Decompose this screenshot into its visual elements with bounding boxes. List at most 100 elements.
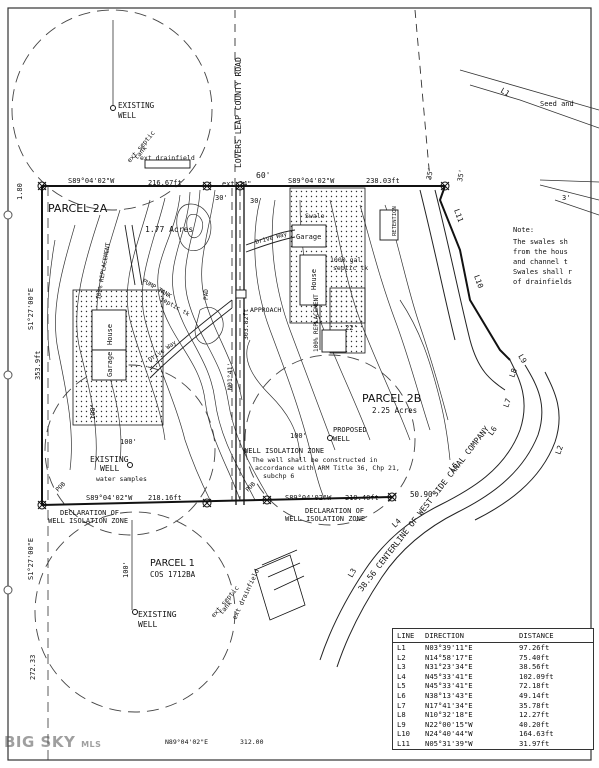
label-l1: L1 xyxy=(499,86,511,98)
table-row: L2 N14°58'17"E 75.40ft xyxy=(393,653,593,663)
cell-direction: N10°32'18"E xyxy=(425,710,473,720)
label-road: LOVERS LEAP COUNTY ROAD xyxy=(234,57,243,168)
label-ext-drainfield-top: ext drainfield xyxy=(140,154,195,162)
label-note-title: Note: xyxy=(513,226,534,234)
label-bottom-bearing: N89°04'02"E xyxy=(165,738,208,746)
label-dim-35b: 35' xyxy=(456,168,466,182)
cell-direction: N17°41'34"E xyxy=(425,700,473,710)
table-row: L7 N17°41'34"E 35.78ft xyxy=(393,701,593,711)
cell-direction: N38°13'43"E xyxy=(425,690,473,700)
label-left-edge-a: 1.80 xyxy=(16,183,24,200)
cell-distance: 72.18ft xyxy=(519,681,550,691)
label-gal-tank: 1000 gal xyxy=(330,256,361,264)
label-house-left: House xyxy=(106,324,114,345)
label-note-3: and channel t xyxy=(513,258,568,266)
label-dist-top-left: 216.67ft xyxy=(148,179,182,187)
label-acres-2b: 2.25 Acres xyxy=(372,406,417,415)
cell-distance: 40.20ft xyxy=(519,719,550,729)
table-row: L11 N05°31'39"W 31.97ft xyxy=(393,739,593,749)
label-bottom-dist: 312.00 xyxy=(240,738,264,746)
label-seed: Seed and xyxy=(540,100,574,108)
label-dim-100-left: 100' xyxy=(89,403,97,420)
label-replacement-right: 100% REPLACEMENT xyxy=(313,294,320,352)
cell-line: L2 xyxy=(397,652,406,662)
label-parcel-2a: PARCEL 2A xyxy=(48,202,108,215)
cell-distance: 97.26ft xyxy=(519,643,550,652)
label-proposed-well: PROPOSED xyxy=(333,426,367,434)
label-dim-100-bottom: 100' xyxy=(122,561,130,578)
label-ext24: ext 24" xyxy=(222,180,252,188)
header-direction: DIRECTION xyxy=(425,631,464,640)
label-existing-well-top-2: WELL xyxy=(118,111,137,120)
label-dim-30a: 30' xyxy=(215,194,228,202)
cell-direction: N24°40'44"W xyxy=(425,729,473,739)
label-dist-5090: 50.90' xyxy=(410,490,437,499)
label-acres-2a: 1.77 Acres xyxy=(145,225,193,234)
label-note-2: from the hous xyxy=(513,248,568,256)
label-well-note-3: subchp 6 xyxy=(263,472,294,480)
label-water-samples: water samples xyxy=(96,475,147,483)
label-decl-left-1: DECLARATION OF xyxy=(60,509,119,517)
cell-distance: 75.40ft xyxy=(519,652,550,662)
cell-distance: 164.63ft xyxy=(519,729,554,739)
watermark: BIG SKY MLS xyxy=(4,733,101,751)
cell-line: L7 xyxy=(397,700,406,710)
label-note-5: of drainfields xyxy=(513,278,572,286)
label-dim-30b: 30' xyxy=(250,197,263,205)
label-dist-bot-right: 219.40ft xyxy=(345,494,379,502)
cell-distance: 31.97ft xyxy=(519,738,550,748)
cell-direction: N14°58'17"E xyxy=(425,652,473,662)
label-swale: Swale xyxy=(305,212,325,220)
label-proposed-well-2: WELL xyxy=(333,435,350,443)
label-existing-well-bot-2: WELL xyxy=(138,620,157,629)
label-approach: APPROACH xyxy=(250,306,281,314)
label-note-1: The swales sh xyxy=(513,238,568,246)
label-garage-left: Garage xyxy=(106,352,114,377)
label-well-note-2: accordance with ARM Title 36, Chp 21, xyxy=(255,464,400,472)
cell-distance: 12.27ft xyxy=(519,710,550,720)
label-existing-well-top: EXISTING xyxy=(118,101,155,110)
header-line: LINE xyxy=(397,631,415,640)
label-dist-top-right: 238.03ft xyxy=(366,177,400,185)
label-house-right: House xyxy=(310,269,318,290)
cell-direction: N03°39'11"E xyxy=(425,643,473,652)
label-l11: L11 xyxy=(452,208,465,224)
cell-line: L10 xyxy=(397,729,410,739)
cell-direction: N45°33'41"E xyxy=(425,681,473,691)
label-dim-22: 22' xyxy=(345,324,358,332)
watermark-suffix: MLS xyxy=(81,740,102,749)
table-row: L1 N03°39'11"E 97.26ft xyxy=(393,643,593,653)
label-dist-353: 353.9ft xyxy=(34,350,42,380)
cell-direction: N45°33'41"E xyxy=(425,671,473,681)
label-parcel-2b: PARCEL 2B xyxy=(362,392,421,405)
watermark-text: BIG SKY xyxy=(4,733,76,751)
label-decl-right-1: DECLARATION OF xyxy=(305,507,364,515)
label-l3: L3 xyxy=(346,567,358,579)
label-septic-tk-right: septic tk xyxy=(333,264,368,272)
cell-distance: 35.78ft xyxy=(519,700,550,710)
label-parcel-1: PARCEL 1 xyxy=(150,558,195,569)
label-decl-left-2: WELL ISOLATION ZONE xyxy=(48,517,128,525)
cell-direction: N05°31'39"W xyxy=(425,738,473,748)
cell-line: L1 xyxy=(397,643,406,652)
label-dim-3x: 3' xyxy=(562,194,570,202)
cell-line: L11 xyxy=(397,738,410,748)
label-ie-bottom: S1°27'00"E xyxy=(27,538,35,580)
label-dist-272: 272.33 xyxy=(29,655,37,680)
cell-line: L4 xyxy=(397,671,406,681)
label-existing-well-bot: EXISTING xyxy=(138,610,177,619)
label-dist-303: 303.82ft xyxy=(242,309,250,340)
label-dim-100-mid: 100' xyxy=(120,438,137,446)
label-garage-right: Garage xyxy=(296,233,321,241)
label-l2: L2 xyxy=(553,444,565,456)
label-existing-well-mid: EXISTING xyxy=(90,455,129,464)
label-note-4: Swales shall r xyxy=(513,268,572,276)
